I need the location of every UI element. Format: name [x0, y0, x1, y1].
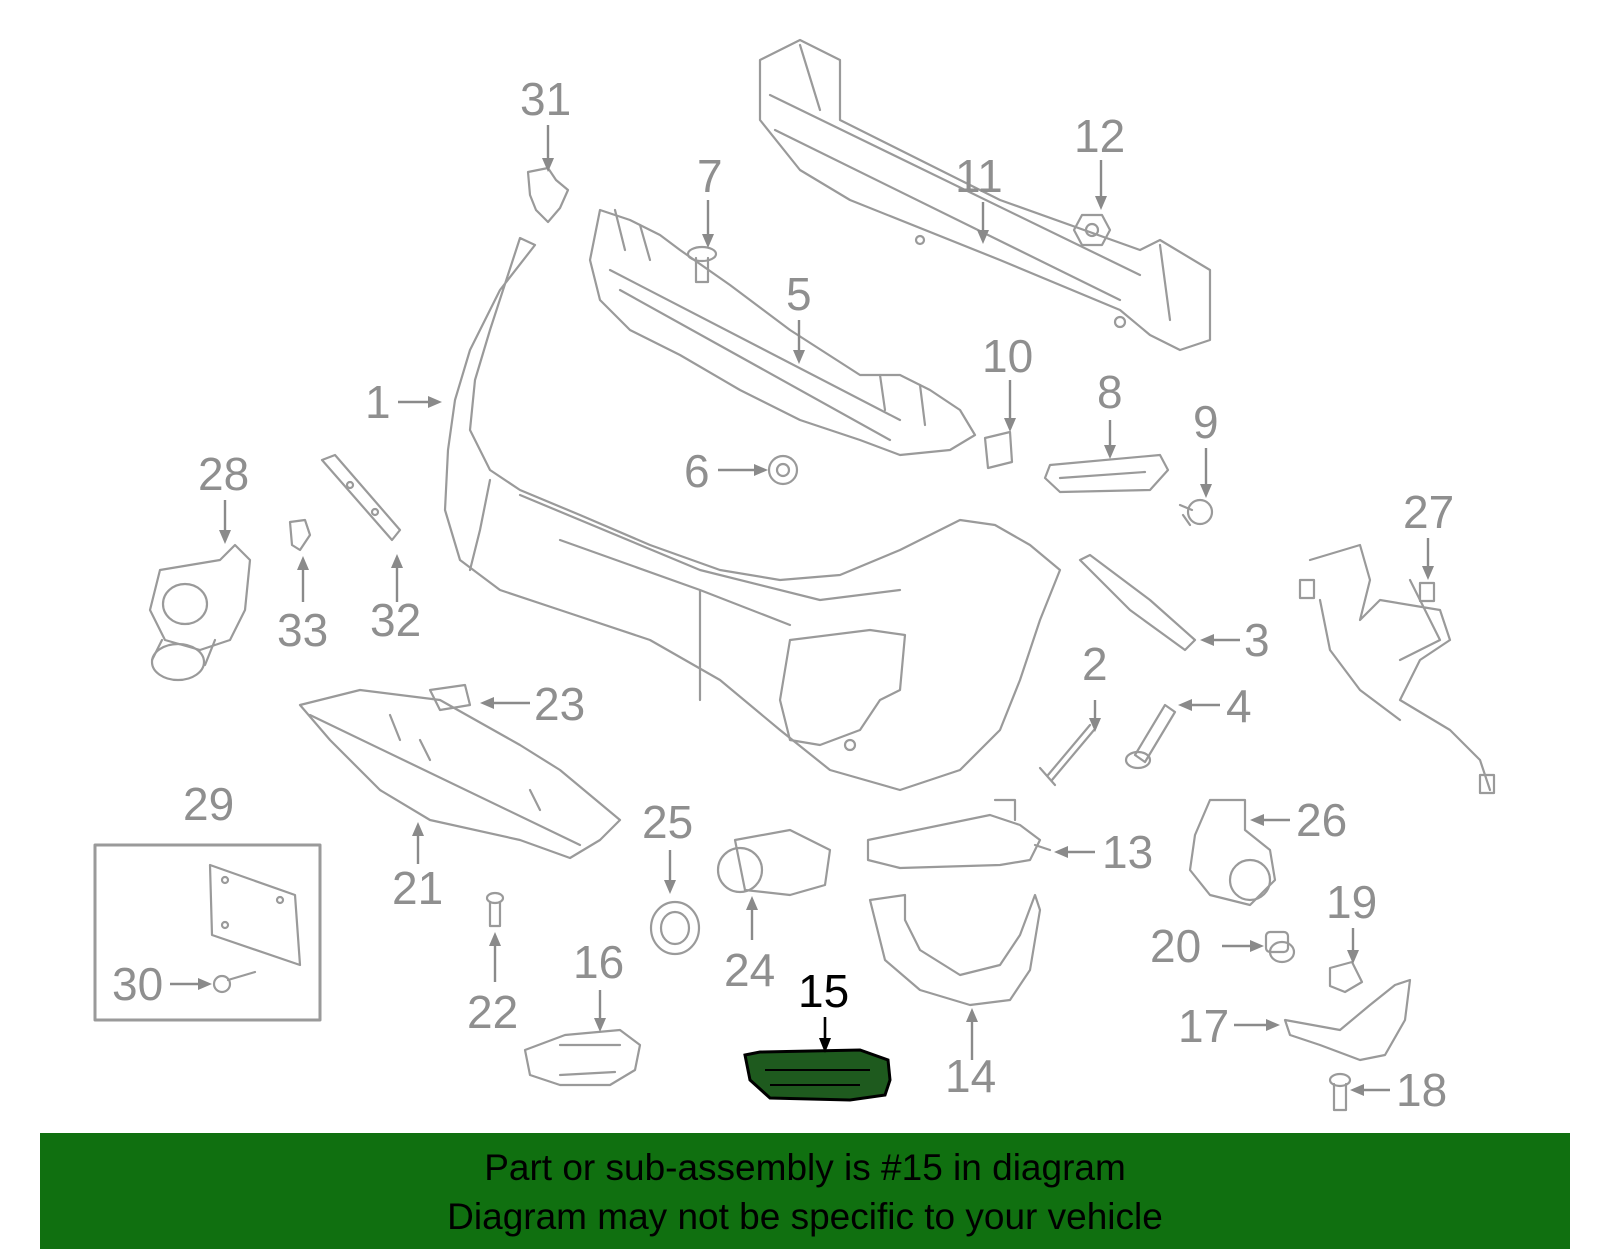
callout-24: 24 [724, 944, 775, 996]
part-29-plate-bracket-box [93, 843, 322, 1022]
callout-5: 5 [786, 268, 812, 320]
callout-31: 31 [520, 73, 571, 125]
callout-labels: 31 7 11 12 5 10 8 9 1 6 28 27 33 32 3 2 … [112, 73, 1454, 1116]
part-2-bolt [1038, 723, 1096, 787]
part-6-clip [767, 454, 799, 486]
part-14-lower-trim [868, 893, 1042, 1007]
part-13-bracket [866, 798, 1052, 870]
part-32-bracket [320, 453, 402, 542]
callout-19: 19 [1326, 876, 1377, 928]
callout-25: 25 [642, 796, 693, 848]
callout-2: 2 [1082, 638, 1108, 690]
banner-line-2: Diagram may not be specific to your vehi… [447, 1196, 1163, 1237]
callout-27: 27 [1403, 486, 1454, 538]
part-1-bumper-cover [443, 236, 1062, 792]
callout-1: 1 [365, 376, 391, 428]
callout-7: 7 [697, 150, 723, 202]
callout-11: 11 [955, 150, 1003, 202]
part-8-bracket [1043, 453, 1170, 494]
part-17-bracket [1283, 978, 1412, 1062]
part-4-screw [1124, 703, 1177, 770]
callout-32: 32 [370, 594, 421, 646]
part-3-trim-strip [1078, 553, 1197, 652]
callout-30: 30 [112, 958, 163, 1010]
callout-33: 33 [277, 604, 328, 656]
part-5-bumper-bracket [588, 208, 977, 457]
callout-4: 4 [1226, 680, 1252, 732]
part-24-sensor [716, 828, 832, 897]
callout-16: 16 [573, 936, 624, 988]
part-31-clip [526, 166, 570, 224]
callout-22: 22 [467, 986, 518, 1038]
callout-6: 6 [684, 445, 710, 497]
callout-29: 29 [183, 778, 234, 830]
banner-line-1: Part or sub-assembly is #15 in diagram [484, 1147, 1126, 1188]
callout-14: 14 [945, 1050, 996, 1102]
callout-15: 15 [798, 965, 849, 1017]
callout-18: 18 [1396, 1064, 1447, 1116]
part-15-highlighted [743, 1048, 892, 1102]
callout-17: 17 [1178, 1000, 1229, 1052]
callout-13: 13 [1102, 826, 1153, 878]
part-27-wiring-harness [1298, 543, 1496, 795]
callout-28: 28 [198, 448, 249, 500]
part-10-pad [983, 430, 1014, 470]
part-23-clip [428, 683, 472, 712]
callout-3: 3 [1244, 614, 1270, 666]
callout-10: 10 [982, 330, 1033, 382]
callout-20: 20 [1150, 920, 1201, 972]
part-12-nut [1072, 213, 1112, 247]
part-33-push-pin [288, 518, 312, 552]
part-22-bolt [485, 891, 505, 928]
info-banner: Part or sub-assembly is #15 in diagram D… [40, 1133, 1570, 1249]
callout-8: 8 [1097, 366, 1123, 418]
part-30-screw [212, 970, 257, 994]
leader-lines [170, 125, 1434, 1096]
part-16-fog-lamp-bezel [523, 1028, 642, 1087]
callout-9: 9 [1193, 396, 1219, 448]
part-25-grommet [649, 900, 701, 956]
part-7-push-pin [686, 245, 718, 284]
part-18-bolt [1328, 1072, 1352, 1112]
part-21-undertray [298, 688, 622, 860]
callout-26: 26 [1296, 794, 1347, 846]
part-28-camera [148, 543, 252, 682]
part-20-nut [1264, 930, 1296, 964]
part-19-clip-nut [1328, 960, 1364, 994]
callout-12: 12 [1074, 110, 1125, 162]
callout-23: 23 [534, 678, 585, 730]
part-9-screw [1178, 498, 1214, 527]
callout-21: 21 [392, 862, 443, 914]
part-11-bumper-beam [758, 38, 1212, 352]
part-26-sensor [1188, 798, 1277, 907]
